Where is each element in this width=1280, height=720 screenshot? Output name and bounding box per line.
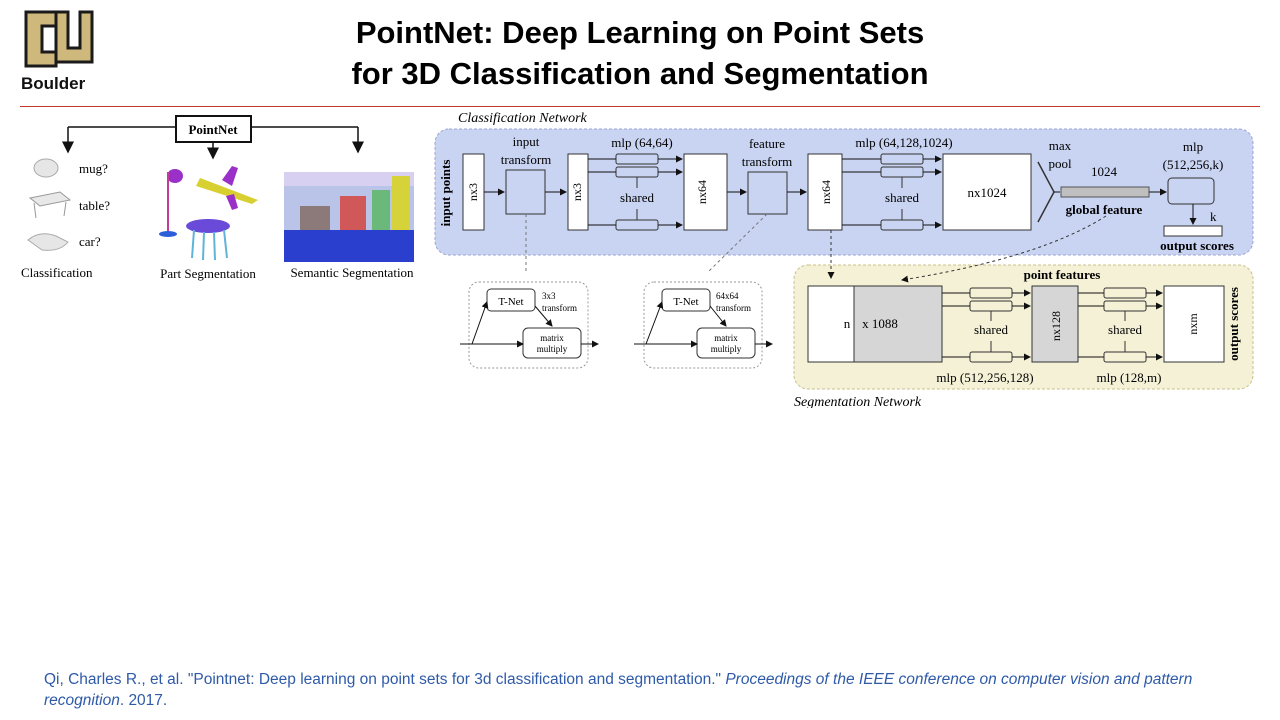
part-seg-caption: Part Segmentation <box>160 266 256 281</box>
feature-transform-label-2: transform <box>742 154 793 169</box>
tnet-1-matrix-1: matrix <box>540 333 564 343</box>
seg-n-label: n <box>844 316 851 331</box>
segmentation-network-label: Segmentation Network <box>794 395 922 408</box>
citation-text: Qi, Charles R., et al. "Pointnet: Deep l… <box>44 671 726 688</box>
global-feature-label: global feature <box>1066 202 1143 217</box>
seg-mlp1-shared-block <box>969 287 1013 363</box>
pointnet-root-label: PointNet <box>188 122 238 137</box>
mlp3-label-1: mlp <box>1183 139 1203 154</box>
seg-output-scores-label: output scores <box>1226 287 1241 361</box>
point-features-label: point features <box>1024 267 1101 282</box>
class-label-table: table? <box>79 198 110 213</box>
classification-network-label: Classification Network <box>458 111 588 126</box>
room-scene-icon <box>284 172 414 262</box>
applications-diagram: PointNet mug? table? car? Classification… <box>21 115 414 281</box>
pointnet-root-box <box>175 115 252 143</box>
nx1024-label: nx1024 <box>968 185 1008 200</box>
nx64-b-label: nx64 <box>819 180 833 204</box>
mlp2-shared-label: shared <box>885 190 919 205</box>
tnet-2-transform-2: transform <box>716 303 751 313</box>
tnet-2-transform-1: 64x64 <box>716 291 739 301</box>
seg-shared2-label: shared <box>1108 322 1142 337</box>
table-icon <box>28 191 72 219</box>
seg-mlp1-label: mlp (512,256,128) <box>936 370 1033 385</box>
seg-nxm-label: nxm <box>1186 313 1200 335</box>
logo-text: Boulder <box>21 74 86 93</box>
class-label-car: car? <box>79 234 101 249</box>
tnet-2-matrix-1: matrix <box>714 333 738 343</box>
seg-shared1-label: shared <box>974 322 1008 337</box>
mlp1-shared-label: shared <box>620 190 654 205</box>
cls-output-scores-label: output scores <box>1160 238 1234 253</box>
seg-mlp2-shared-block <box>1103 287 1147 363</box>
max-pool-label-2: pool <box>1048 156 1072 171</box>
title-line-1: PointNet: Deep Learning on Point Sets <box>355 15 925 50</box>
input-transform-box <box>505 169 546 215</box>
citation: Qi, Charles R., et al. "Pointnet: Deep l… <box>44 669 1254 711</box>
mlp3-box <box>1167 177 1215 205</box>
stool-icon <box>186 219 230 261</box>
tnet-1-transform-2: transform <box>542 303 577 313</box>
nx3-a-label: nx3 <box>466 183 480 201</box>
tnet-2-matrix-2: multiply <box>711 344 742 354</box>
title-divider <box>20 106 1260 107</box>
pointnet-architecture-diagram: Classification Network input points nx3 … <box>434 111 1254 408</box>
global-dim-label: 1024 <box>1091 164 1118 179</box>
tnet-2-label: T-Net <box>673 296 698 308</box>
k-label: k <box>1210 209 1217 224</box>
university-logo <box>20 8 94 92</box>
tnet-1-matrix-2: multiply <box>537 344 568 354</box>
semantic-seg-caption: Semantic Segmentation <box>290 265 414 280</box>
max-pool-label-1: max <box>1049 138 1072 153</box>
tnet-1-panel <box>468 281 589 369</box>
car-icon <box>27 233 69 251</box>
global-feature-bar <box>1060 186 1150 198</box>
seg-nx128-label: nx128 <box>1049 311 1063 341</box>
seg-mlp2-label: mlp (128,m) <box>1097 370 1162 385</box>
airplane-icon <box>196 166 258 210</box>
seg-x1088-label: x 1088 <box>862 316 898 331</box>
tnet-1-label: T-Net <box>498 296 523 308</box>
slide-title: PointNet: Deep Learning on Point Sets fo… <box>240 12 1040 94</box>
mlp1-label: mlp (64,64) <box>611 135 672 150</box>
mlp1-shared-block <box>615 153 659 231</box>
title-line-2: for 3D Classification and Segmentation <box>351 56 929 91</box>
tnet-1-transform-1: 3x3 <box>542 291 556 301</box>
mug-icon <box>33 158 59 178</box>
nx64-a-label: nx64 <box>695 180 709 204</box>
citation-venue: Proceedings of the IEEE conference on co… <box>44 671 1193 709</box>
concat-feature-box <box>853 285 943 363</box>
citation-year: . 2017. <box>119 692 168 709</box>
mlp3-label-2: (512,256,k) <box>1163 157 1224 172</box>
tnet-2-panel <box>643 281 763 369</box>
feature-transform-label-1: feature <box>749 136 785 151</box>
lamp-icon <box>159 169 183 237</box>
nx3-b-label: nx3 <box>570 183 584 201</box>
input-transform-label-2: transform <box>501 152 552 167</box>
feature-transform-box <box>747 171 788 215</box>
input-transform-label-1: input <box>513 134 540 149</box>
output-scores-bar <box>1163 225 1223 237</box>
classification-caption: Classification <box>21 265 93 280</box>
class-label-mug: mug? <box>79 161 108 176</box>
mlp2-label: mlp (64,128,1024) <box>855 135 952 150</box>
input-points-label: input points <box>438 160 453 227</box>
